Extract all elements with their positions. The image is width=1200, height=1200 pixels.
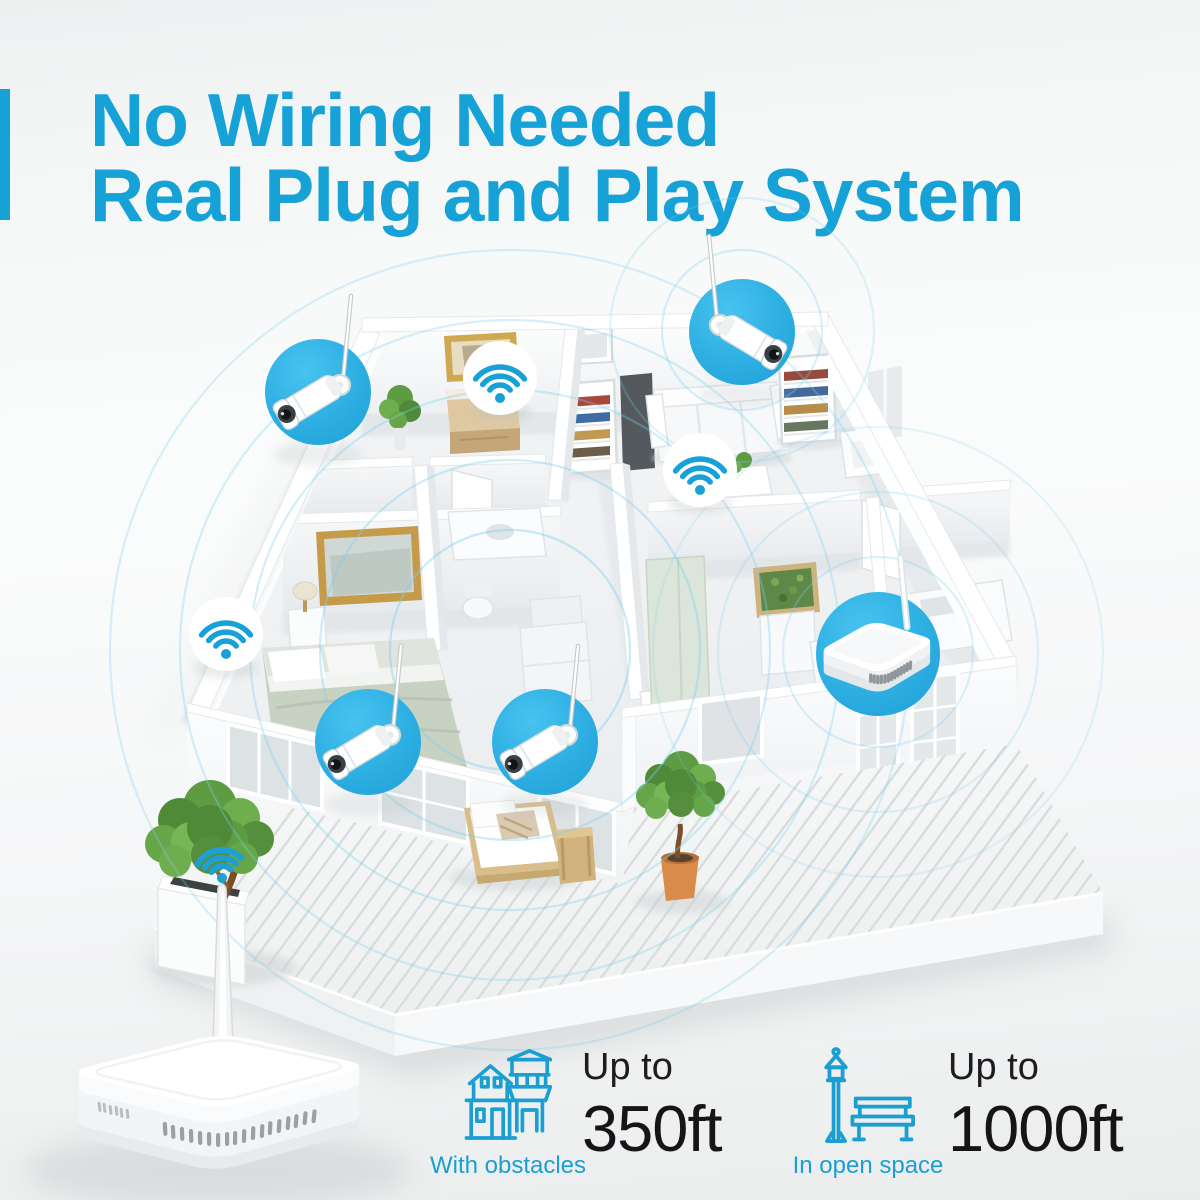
wifi-badge	[663, 433, 737, 514]
spec-prefix: Up to	[582, 1046, 673, 1088]
spec-with-obstacles: With obstacles Up to 350ft	[430, 1046, 723, 1180]
security-camera-icon	[322, 643, 404, 781]
page-title: No Wiring Needed Real Plug and Play Syst…	[90, 78, 1025, 237]
houses-icon	[464, 1048, 552, 1140]
street-lamp-bench-icon	[824, 1047, 915, 1143]
deck-fascia	[395, 893, 1103, 1056]
wifi-icon	[198, 620, 254, 659]
nvr-vents	[162, 1109, 317, 1147]
camera-badge	[492, 643, 598, 816]
title-line-1: No Wiring Needed	[90, 78, 720, 162]
nvr-base-station	[78, 847, 360, 1169]
spec-prefix: Up to	[948, 1046, 1039, 1088]
wifi-badge	[463, 341, 537, 422]
title-line-2: Real Plug and Play System	[90, 153, 1025, 237]
title-accent-bar	[0, 89, 10, 220]
nvr-wifi-signal-icon	[194, 847, 245, 883]
nvr-vents	[97, 1101, 130, 1119]
router-vents	[869, 660, 913, 685]
house	[145, 311, 1104, 1056]
deck-side-table	[556, 827, 596, 884]
spec-open-space: In open space Up to 1000ft	[793, 1046, 1124, 1180]
spec-caption: With obstacles	[429, 1152, 587, 1179]
gold-mirror	[316, 526, 422, 606]
security-camera-icon	[272, 293, 354, 431]
bathroom	[447, 507, 585, 645]
spec-value: 1000ft	[948, 1092, 1124, 1165]
router-badge	[816, 554, 940, 716]
nvr-box	[78, 1036, 360, 1169]
deck-potted-tree	[636, 751, 728, 914]
nightstand-lamp	[287, 581, 328, 656]
spec-value: 350ft	[582, 1092, 723, 1165]
corner-seam	[621, 715, 637, 813]
nvr-antenna	[212, 883, 234, 1043]
deck	[145, 744, 1104, 1056]
router-icon	[823, 554, 931, 692]
plant	[379, 385, 421, 450]
camera-badge	[689, 233, 795, 406]
wifi-badge	[189, 597, 263, 678]
wifi-icon	[672, 456, 728, 495]
spec-caption: In open space	[792, 1152, 944, 1179]
camera-badge	[315, 643, 421, 816]
security-camera-icon	[706, 233, 788, 371]
bookshelf	[776, 352, 844, 450]
security-camera-icon	[499, 643, 581, 781]
camera-badge	[265, 293, 371, 466]
wifi-icon	[472, 364, 528, 403]
